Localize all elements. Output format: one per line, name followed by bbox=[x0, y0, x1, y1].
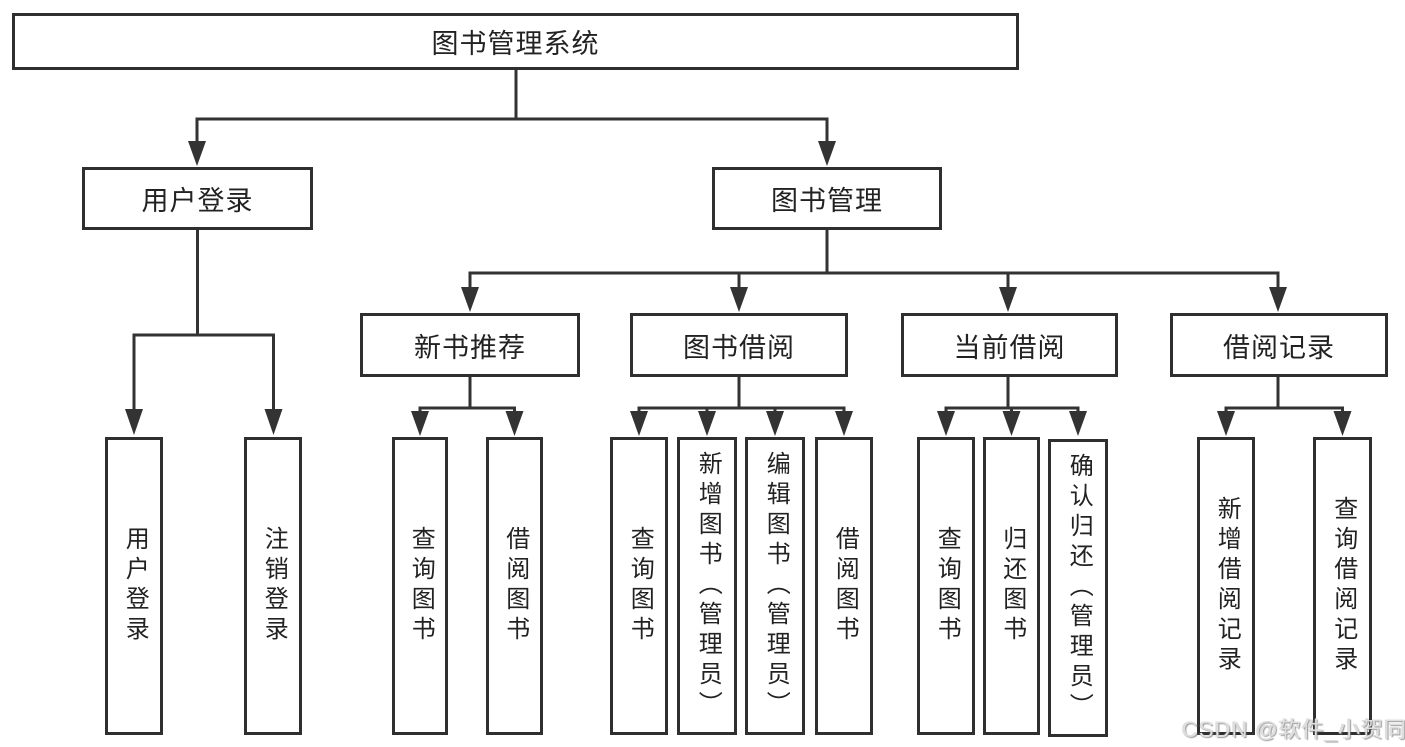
node-current-borrowing-label: 当前借阅 bbox=[953, 332, 1066, 363]
arrowhead-down bbox=[1217, 411, 1235, 436]
node-leaf-recommend-query-books: 查询图书 bbox=[392, 437, 448, 735]
node-leaf-borrowing-add-books: 新增图书（管理员） bbox=[677, 437, 737, 735]
node-leaf-borrowing-edit-books: 编辑图书（管理员） bbox=[745, 437, 805, 735]
node-leaf-recommend-borrow-books-label: 借阅图书 bbox=[501, 526, 529, 646]
node-leaf-records-query-record: 查询借阅记录 bbox=[1313, 437, 1372, 735]
node-leaf-current-query-books: 查询图书 bbox=[917, 437, 975, 735]
node-leaf-borrowing-add-books-label: 新增图书（管理员） bbox=[694, 451, 722, 721]
node-book-borrowing-label: 图书借阅 bbox=[683, 332, 795, 363]
node-leaf-current-return-books-label: 归还图书 bbox=[998, 526, 1026, 646]
arrowhead-down bbox=[766, 411, 784, 436]
arrowhead-down bbox=[461, 287, 479, 312]
arrowhead-down bbox=[835, 411, 853, 436]
node-leaf-borrowing-edit-books-label: 编辑图书（管理员） bbox=[762, 451, 790, 721]
node-leaf-recommend-borrow-books: 借阅图书 bbox=[486, 437, 543, 735]
arrowhead-down bbox=[1002, 411, 1021, 436]
node-leaf-current-confirm-return: 确认归还（管理员） bbox=[1048, 439, 1108, 737]
arrowhead-down bbox=[411, 411, 429, 436]
arrowhead-down bbox=[730, 287, 748, 312]
node-book-management-label: 图书管理 bbox=[771, 186, 883, 216]
watermark: CSDN @软件_小贺同学 bbox=[1182, 717, 1405, 742]
node-leaf-logout-label: 注销登录 bbox=[260, 526, 288, 646]
node-leaf-current-return-books: 归还图书 bbox=[983, 437, 1040, 735]
arrowhead-down bbox=[125, 409, 143, 435]
node-leaf-records-add-record-label: 新增借阅记录 bbox=[1213, 496, 1241, 676]
arrowhead-down bbox=[818, 141, 836, 166]
node-leaf-borrowing-borrow-books-label: 借阅图书 bbox=[831, 526, 859, 646]
node-new-book-recommend: 新书推荐 bbox=[360, 313, 580, 377]
arrowhead-down bbox=[698, 411, 716, 436]
arrowhead-down bbox=[505, 411, 524, 436]
node-borrowing-records-label: 借阅记录 bbox=[1223, 332, 1335, 363]
node-root: 图书管理系统 bbox=[12, 13, 1019, 70]
arrowhead-down bbox=[1069, 411, 1087, 436]
node-book-borrowing: 图书借阅 bbox=[630, 313, 848, 377]
node-leaf-records-query-record-label: 查询借阅记录 bbox=[1329, 496, 1357, 676]
arrowhead-down bbox=[630, 411, 648, 436]
arrowhead-down bbox=[937, 411, 955, 436]
node-leaf-current-confirm-return-label: 确认归还（管理员） bbox=[1065, 453, 1093, 723]
node-leaf-borrowing-borrow-books: 借阅图书 bbox=[815, 437, 873, 735]
arrowhead-down bbox=[264, 409, 283, 435]
node-leaf-recommend-query-books-label: 查询图书 bbox=[407, 526, 435, 646]
node-current-borrowing: 当前借阅 bbox=[901, 313, 1118, 377]
arrowhead-down bbox=[999, 287, 1017, 312]
node-leaf-borrowing-query-books-label: 查询图书 bbox=[626, 526, 654, 646]
node-leaf-user-login-label: 用户登录 bbox=[121, 526, 149, 646]
node-leaf-logout: 注销登录 bbox=[244, 437, 302, 735]
node-book-management: 图书管理 bbox=[712, 167, 942, 230]
node-user-login: 用户登录 bbox=[82, 167, 313, 230]
arrowhead-down bbox=[188, 141, 206, 166]
node-leaf-borrowing-query-books: 查询图书 bbox=[610, 437, 668, 735]
node-leaf-records-add-record: 新增借阅记录 bbox=[1197, 437, 1255, 735]
node-root-label: 图书管理系统 bbox=[431, 29, 600, 59]
node-new-book-recommend-label: 新书推荐 bbox=[414, 332, 526, 363]
node-user-login-label: 用户登录 bbox=[141, 186, 254, 216]
node-leaf-user-login: 用户登录 bbox=[105, 437, 163, 735]
node-leaf-current-query-books-label: 查询图书 bbox=[933, 526, 961, 646]
arrowhead-down bbox=[1333, 411, 1352, 436]
arrowhead-down bbox=[1269, 287, 1287, 312]
node-borrowing-records: 借阅记录 bbox=[1170, 313, 1388, 377]
